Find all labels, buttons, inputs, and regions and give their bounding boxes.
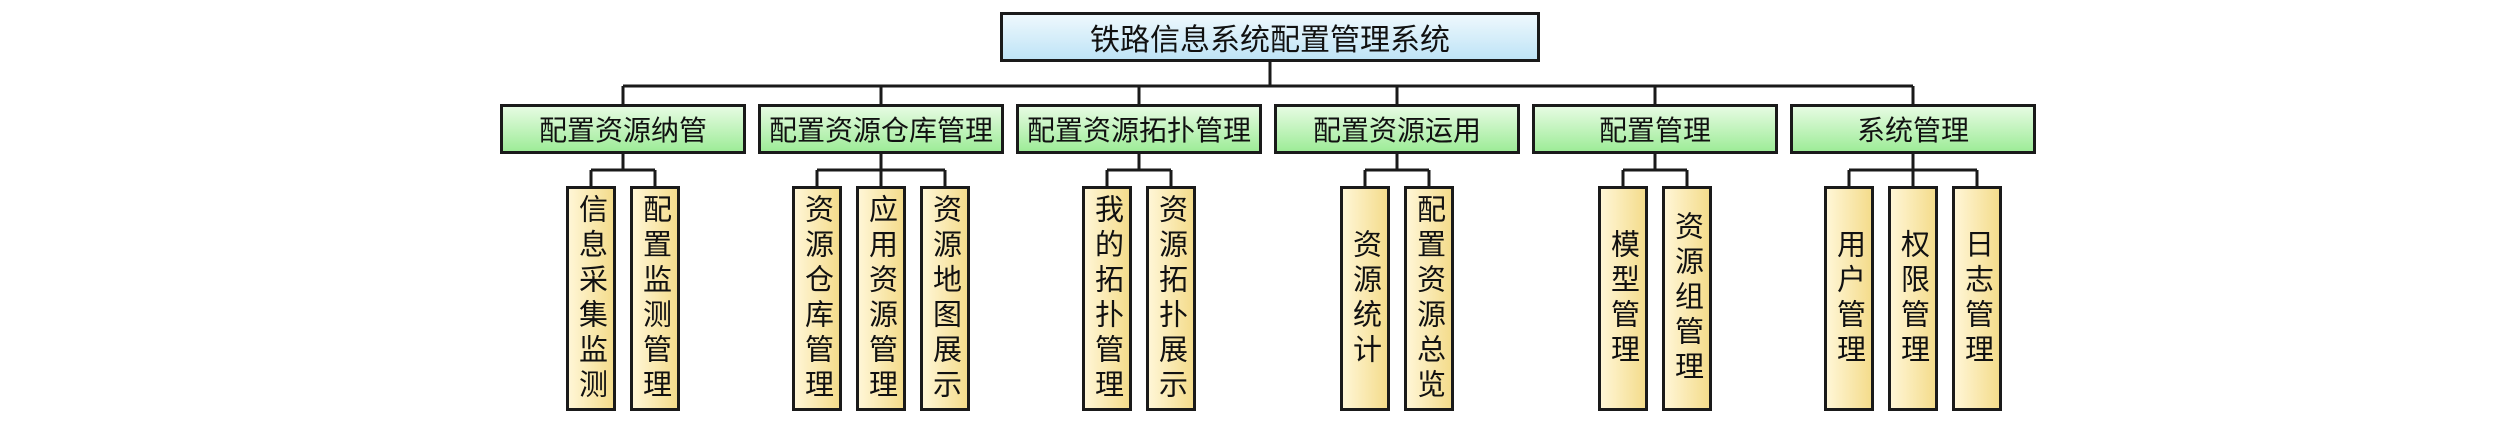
leaf-node: 模型管理 xyxy=(1598,186,1648,411)
leaf-node: 资源组管理 xyxy=(1662,186,1712,411)
leaf-node: 资源拓扑展示 xyxy=(1146,186,1196,411)
category-node: 系统管理 xyxy=(1790,104,2036,154)
category-node: 配置资源仓库管理 xyxy=(758,104,1004,154)
category-node: 配置资源拓扑管理 xyxy=(1016,104,1262,154)
leaf-node: 用户管理 xyxy=(1824,186,1874,411)
category-node: 配置资源运用 xyxy=(1274,104,1520,154)
leaf-node: 信息采集监测 xyxy=(566,186,616,411)
leaf-node: 资源统计 xyxy=(1340,186,1390,411)
leaf-node: 资源仓库管理 xyxy=(792,186,842,411)
leaf-node: 配置资源总览 xyxy=(1404,186,1454,411)
category-node: 配置管理 xyxy=(1532,104,1778,154)
leaf-node: 应用资源管理 xyxy=(856,186,906,411)
leaf-node: 日志管理 xyxy=(1952,186,2002,411)
leaf-node: 资源地图展示 xyxy=(920,186,970,411)
leaf-node: 我的拓扑管理 xyxy=(1082,186,1132,411)
category-node: 配置资源纳管 xyxy=(500,104,746,154)
leaf-node: 权限管理 xyxy=(1888,186,1938,411)
leaf-node: 配置监测管理 xyxy=(630,186,680,411)
root-node: 铁路信息系统配置管理系统 xyxy=(1000,12,1540,62)
